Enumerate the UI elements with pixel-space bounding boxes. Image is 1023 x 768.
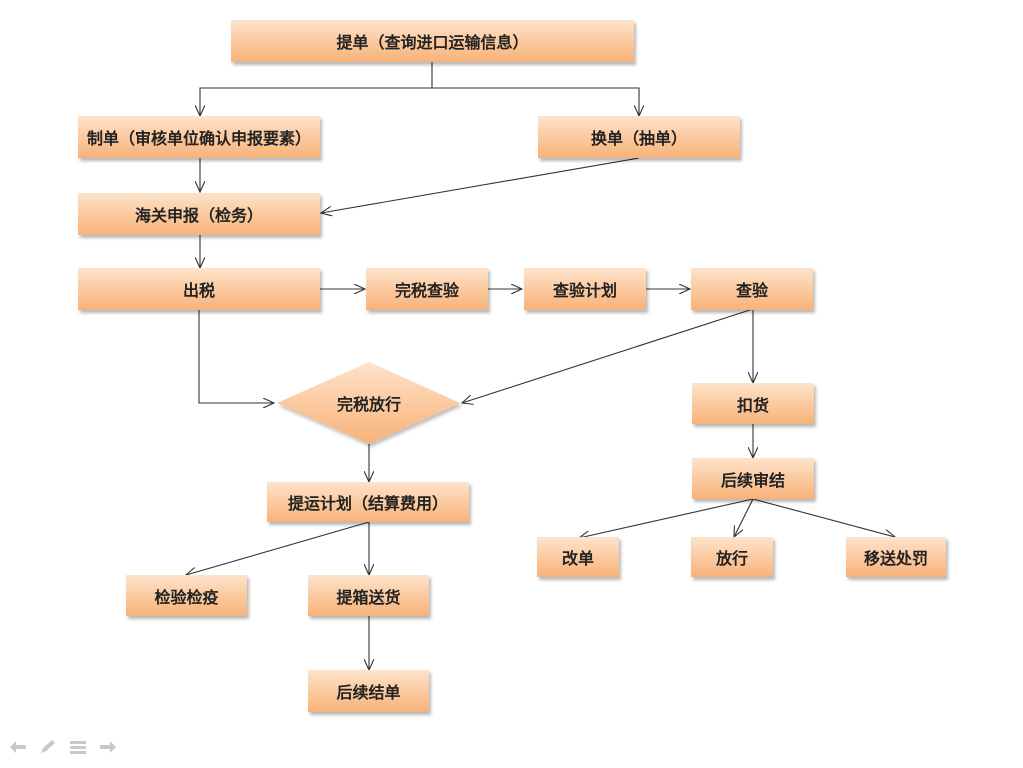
node-exchange-doc[interactable]: 换单（抽单）	[538, 116, 740, 158]
node-make-doc[interactable]: 制单（审核单位确认申报要素）	[78, 116, 320, 158]
slideshow-nav	[8, 738, 118, 756]
decision-diamond	[277, 362, 460, 444]
edge-pickup-to-quarantine	[186, 521, 370, 575]
edge-bill-to-exchange	[432, 87, 639, 116]
node-followup-review[interactable]: 后续审结	[692, 458, 814, 499]
node-release[interactable]: 放行	[691, 537, 773, 577]
node-bill-query[interactable]: 提单（查询进口运输信息）	[231, 20, 634, 62]
node-tax-inspect[interactable]: 完税查验	[366, 268, 488, 310]
edge-tax-to-release	[198, 309, 274, 403]
menu-icon[interactable]	[68, 738, 88, 756]
arrow-left-icon[interactable]	[8, 738, 28, 756]
node-tax-release[interactable]: 完税放行	[336, 395, 401, 414]
node-transfer-penalty[interactable]: 移送处罚	[846, 537, 946, 577]
edge-bill-split	[200, 62, 433, 116]
node-container-delivery[interactable]: 提箱送货	[308, 575, 429, 616]
node-inspect[interactable]: 查验	[691, 268, 813, 310]
edge-review-to-release	[734, 498, 754, 537]
node-tax-out[interactable]: 出税	[78, 268, 320, 310]
edge-exchange-to-declare	[321, 157, 640, 213]
node-modify-doc[interactable]: 改单	[537, 537, 619, 577]
node-quarantine[interactable]: 检验检疫	[126, 575, 247, 616]
node-pickup-plan[interactable]: 提运计划（结算费用）	[267, 482, 469, 522]
node-inspect-plan[interactable]: 查验计划	[524, 268, 646, 310]
arrow-right-icon[interactable]	[98, 738, 118, 756]
edge-review-to-penalty	[752, 498, 895, 537]
pen-icon[interactable]	[38, 738, 58, 756]
edge-review-to-modify	[579, 498, 754, 538]
node-detain[interactable]: 扣货	[692, 383, 814, 424]
node-customs-declare[interactable]: 海关申报（检务）	[78, 193, 320, 235]
edge-inspect-to-release	[462, 308, 754, 403]
node-followup-close[interactable]: 后续结单	[308, 670, 429, 712]
